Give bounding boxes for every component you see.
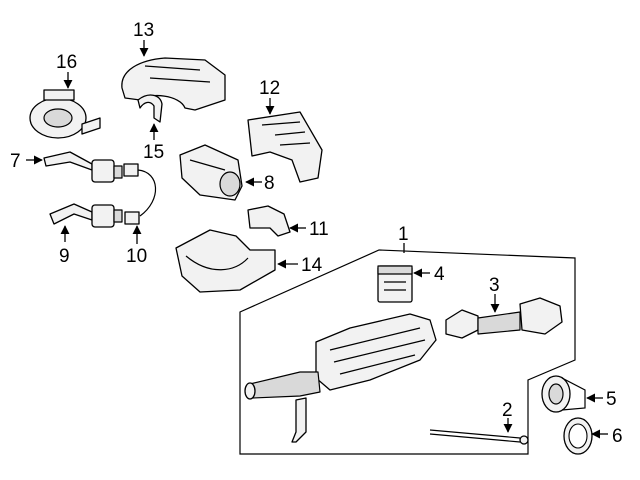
callout-14: 14 — [301, 255, 323, 276]
callout-10: 10 — [126, 246, 147, 267]
callout-9: 9 — [59, 246, 70, 267]
boot-part — [541, 375, 586, 413]
control-module-part — [377, 265, 413, 303]
upper-cover-part — [121, 57, 226, 111]
callout-11: 11 — [309, 219, 329, 240]
ignition-housing-part — [179, 144, 243, 201]
turn-signal-switch-part — [43, 151, 123, 183]
callout-6: 6 — [612, 426, 623, 447]
callout-16: 16 — [56, 52, 77, 73]
clip-part — [137, 94, 163, 123]
assembly-outline — [239, 249, 576, 455]
callout-13: 13 — [133, 20, 154, 41]
intermediate-shaft-part — [445, 297, 563, 339]
harness-part — [123, 163, 157, 225]
rod-part — [429, 429, 529, 445]
callout-2: 2 — [502, 400, 513, 421]
callout-5: 5 — [606, 389, 617, 410]
callout-15: 15 — [143, 142, 164, 163]
lock-cylinder-part — [247, 205, 291, 237]
callout-4: 4 — [434, 264, 445, 285]
callout-12: 12 — [259, 78, 280, 99]
callout-8: 8 — [264, 173, 275, 194]
lower-cover-part — [175, 229, 276, 293]
clock-spring-part — [29, 89, 101, 139]
seal-ring-part — [563, 417, 593, 455]
bracket-part — [247, 111, 323, 183]
wiper-switch-part — [49, 203, 123, 228]
steering-column-part — [244, 313, 437, 443]
callout-1: 1 — [398, 224, 409, 245]
callout-7: 7 — [10, 151, 21, 172]
callout-3: 3 — [489, 275, 500, 296]
